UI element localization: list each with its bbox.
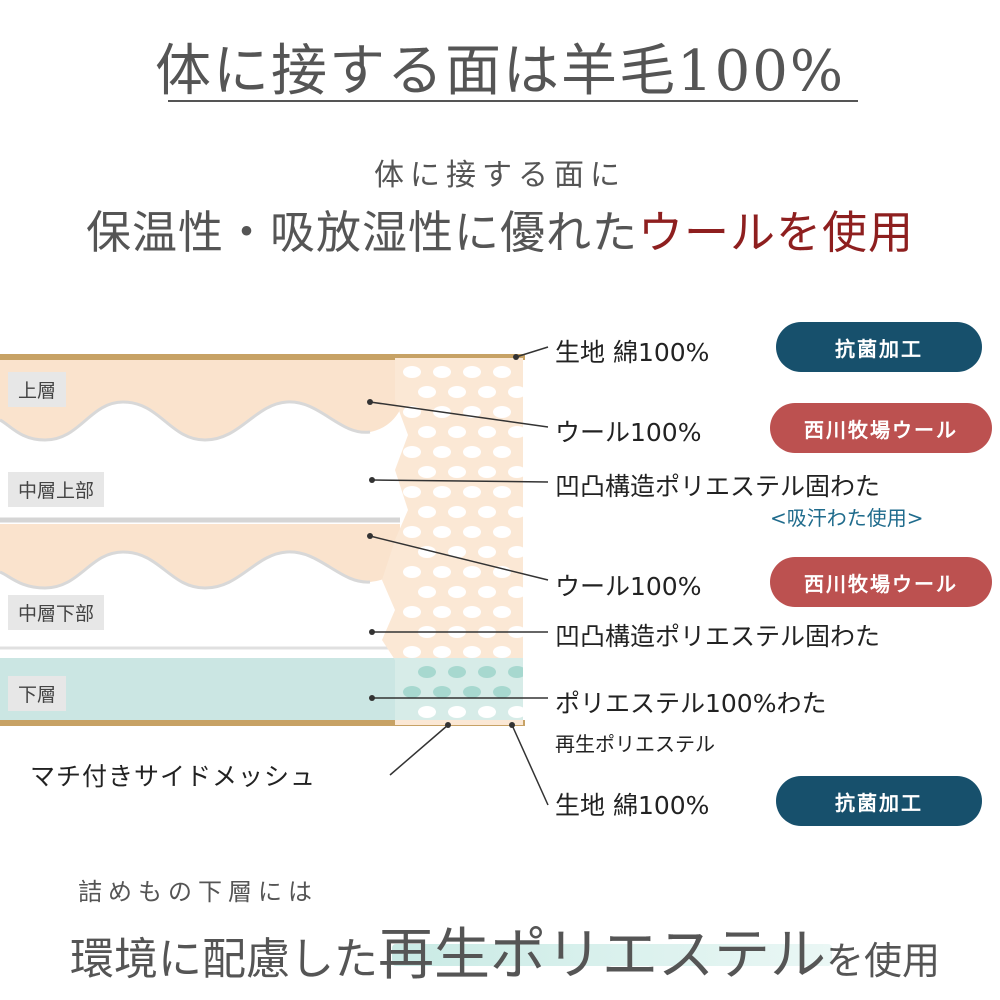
intro-line2-accent: ウールを使用 (638, 206, 915, 259)
layer-tag-bottom: 下層 (8, 676, 67, 711)
intro-line1: 体に接する面に (374, 158, 626, 193)
outro-line2: 環境に配慮した再生ポリエステルを使用 (70, 910, 940, 991)
spec-mid-bottom-fill: 凹凸構造ポリエステル固わた (555, 622, 881, 651)
badge-antibacterial-top: 抗菌加工 (776, 322, 982, 372)
lower-wool-layer (0, 524, 400, 588)
spec-mid-top-fill: 凹凸構造ポリエステル固わた (555, 472, 881, 501)
layer-tag-upper: 上層 (8, 372, 67, 407)
outro-line2-prefix: 環境に配慮した (70, 934, 378, 985)
spec-wool-bottom: ウール100% (555, 572, 702, 601)
spec-bottom-fill: ポリエステル100%わた (555, 689, 827, 718)
title-underline (168, 100, 858, 102)
page-title: 体に接する面は羊毛100% (154, 39, 846, 104)
badge-antibacterial-bottom: 抗菌加工 (776, 776, 982, 826)
futon-layer-diagram (0, 354, 525, 728)
spec-top-fabric: 生地 綿100% (555, 338, 710, 367)
bottom-polyester-layer (0, 658, 400, 720)
upper-wave-edge (0, 400, 371, 442)
spec-wool-top: ウール100% (555, 418, 702, 447)
layer-tag-middle-lower: 中層下部 (8, 595, 105, 630)
top-fabric (0, 354, 525, 360)
spec-bottom-fabric: 生地 綿100% (555, 791, 710, 820)
upper-wool-layer (0, 360, 400, 440)
outro-line2-highlight: 再生ポリエステル (378, 923, 826, 988)
side-mesh (382, 358, 523, 725)
outro-highlight-bar (392, 944, 832, 966)
lower-wave-edge (0, 550, 371, 590)
spec-mid-top-note: <吸汗わた使用> (770, 506, 924, 530)
layer-tag-middle-upper: 中層上部 (8, 472, 105, 507)
intro-line2-prefix: 保温性・吸放湿性に優れた (85, 206, 638, 259)
spec-bottom-fill-note: 再生ポリエステル (555, 732, 715, 756)
side-mesh-label: マチ付きサイドメッシュ (30, 762, 317, 791)
outro-line2-suffix: を使用 (826, 939, 941, 983)
badge-nishikawa-wool-top: 西川牧場ウール (770, 403, 992, 453)
badge-nishikawa-wool-bottom: 西川牧場ウール (770, 557, 992, 607)
intro-line2: 保温性・吸放湿性に優れたウールを使用 (0, 196, 1000, 261)
outro-line1: 詰めもの下層には (78, 878, 318, 906)
bottom-fabric (0, 720, 525, 726)
